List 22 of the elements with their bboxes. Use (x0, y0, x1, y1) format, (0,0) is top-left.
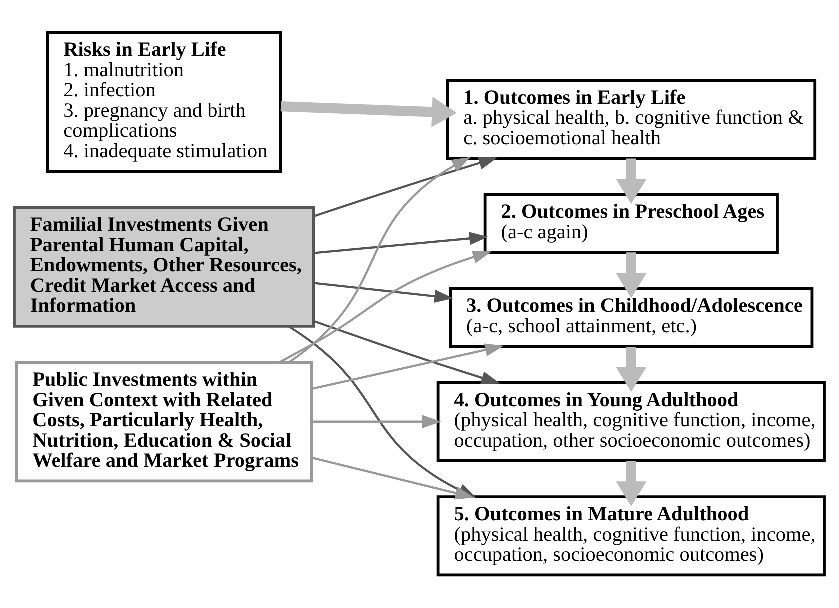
node-box: 4. Outcomes in Young Adulthood (physical health, cognitive function, income, occupation, other socioeconomic outcomes) (436, 381, 826, 462)
node-box: 3. Outcomes in Childhood/Adolescence (a-c, school attainment, etc.) (449, 287, 814, 348)
arrow (616, 252, 647, 298)
arrow (280, 96, 458, 128)
arrow (279, 250, 492, 364)
arrow (314, 232, 488, 254)
node-box: 2. Outcomes in Preschool Ages (a-c again) (484, 193, 779, 254)
arrow (314, 320, 500, 384)
node-box: Familial Investments Given Parental Human Capital, Endowments, Other Resources, Credit Market Access and Information (13, 206, 316, 328)
node-box: 1. Outcomes in Early Life a. physical health, b. cognitive function & c. socioemotional health (446, 79, 817, 160)
arrow (312, 415, 442, 428)
node-box: Public Investments within Given Context with Related Costs, Particularly Health, Nutrition, Education & Social Welfare and Market Programs (15, 361, 314, 483)
arrow (314, 156, 498, 218)
arrow (312, 344, 504, 390)
arrow (288, 157, 471, 364)
arrow (314, 282, 454, 304)
arrow (616, 347, 647, 392)
arrow (616, 158, 647, 204)
arrow (312, 456, 474, 500)
node-box: 5. Outcomes in Mature Adulthood (physical health, cognitive function, income, occupation, socioeconomic outcomes) (436, 496, 826, 577)
node-box: Risks in Early Life 1. malnutrition 2. infection 3. pregnancy and birth complications 4. inadequate stimulation (46, 31, 282, 174)
arrow (616, 461, 647, 507)
